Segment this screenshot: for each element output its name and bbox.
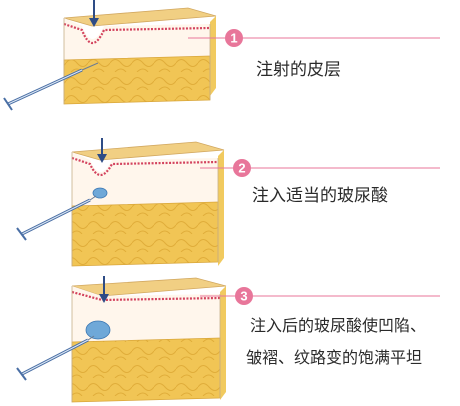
step-number: 3 — [240, 289, 247, 304]
skin-surface — [71, 141, 225, 161]
step-2-text: 注入适当的玻尿酸 — [252, 186, 388, 206]
fat-layer — [71, 337, 221, 403]
syringe-icon — [16, 335, 95, 381]
step-3-text-line-1: 注入后的玻尿酸使凹陷、 — [250, 316, 427, 335]
skin-surface — [71, 277, 227, 297]
arrow-down-icon — [97, 138, 107, 163]
dermis-layer — [72, 152, 218, 206]
fat-layer — [63, 55, 211, 105]
fat-layer — [71, 201, 219, 267]
syringe-icon — [16, 195, 97, 241]
callout-3: 3 — [200, 287, 440, 305]
step-number-badge — [235, 287, 253, 305]
block-side — [218, 150, 224, 266]
step-number: 2 — [238, 161, 245, 176]
block-edge — [71, 286, 221, 402]
step-number-badge — [225, 29, 243, 47]
filler-blob-icon — [92, 187, 108, 199]
callout-1: 1 — [188, 29, 440, 47]
block-edge — [63, 18, 211, 104]
step-1-text: 注射的皮层 — [256, 60, 341, 80]
callout-2: 2 — [200, 159, 440, 177]
block-side — [210, 16, 216, 96]
step-number: 1 — [230, 31, 237, 46]
skin-block-1 — [3, 0, 217, 111]
block-side — [220, 286, 226, 400]
arrow-down-icon — [99, 276, 109, 303]
skin-block-3 — [16, 276, 227, 403]
step-3-text-line-2: 皱褶、纹路变的饱满平坦 — [246, 348, 423, 367]
step-number-badge — [233, 159, 251, 177]
filler-blob-icon — [85, 320, 111, 340]
dermis-line — [71, 290, 221, 302]
skin-block-2 — [16, 138, 225, 267]
dermis-line — [71, 156, 219, 177]
syringe-icon — [3, 62, 99, 111]
arrow-down-icon — [89, 0, 99, 27]
skin-surface — [63, 7, 217, 27]
dermis-line — [63, 22, 211, 45]
